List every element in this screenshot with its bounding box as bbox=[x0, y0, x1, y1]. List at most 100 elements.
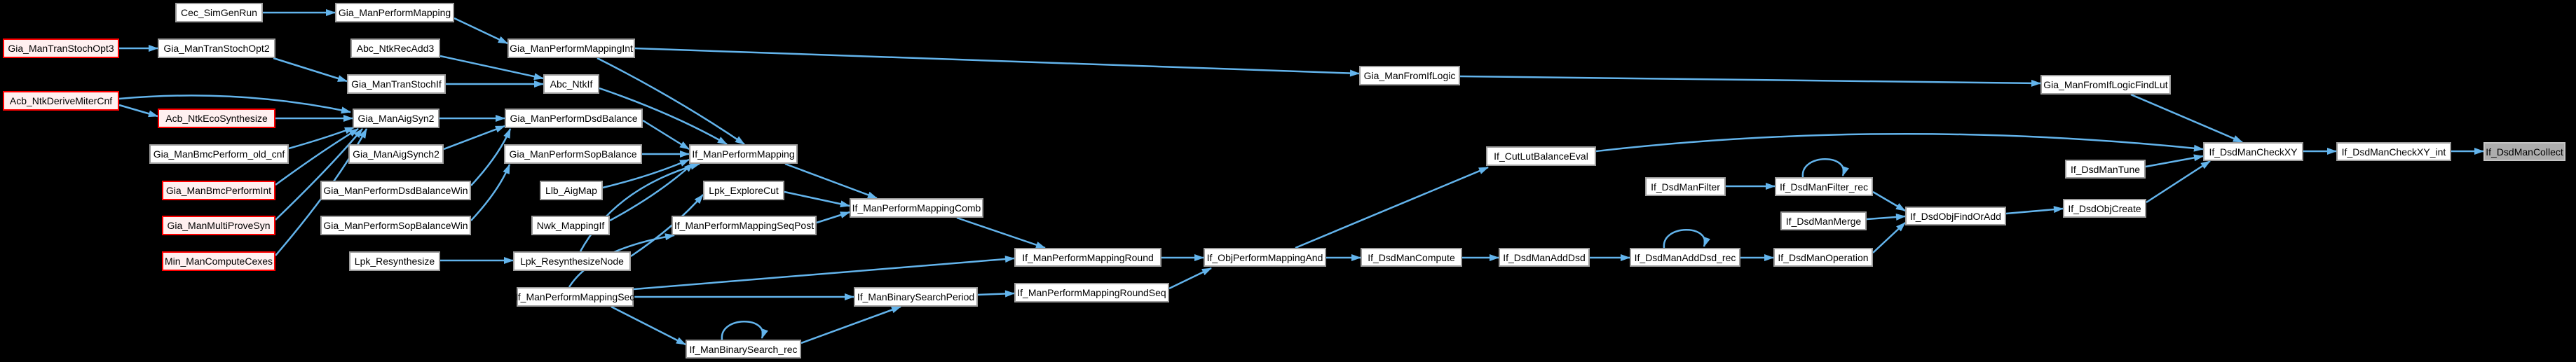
edge-Nwk_MappingIf--If_ManPerformMapping bbox=[609, 162, 694, 222]
edge-Gia_ManPerformMappingInt--Gia_ManFromIfLogic bbox=[634, 47, 1360, 77]
node-If_CutLutBalanceEval[interactable]: If_CutLutBalanceEval bbox=[1486, 146, 1596, 166]
edge-If_ManBinarySearch_rec--If_ManBinarySearchPeriod bbox=[800, 305, 901, 344]
node-Gia_ManPerformSopBalance[interactable]: Gia_ManPerformSopBalance bbox=[504, 144, 642, 164]
node-Abc_NtkIf[interactable]: Abc_NtkIf bbox=[543, 74, 599, 94]
node-Min_ManComputeCexes[interactable]: Min_ManComputeCexes bbox=[162, 251, 275, 271]
node-label-Lpk_Resynthesize: Lpk_Resynthesize bbox=[354, 256, 435, 267]
node-If_ManBinarySearchPeriod[interactable]: If_ManBinarySearchPeriod bbox=[854, 287, 978, 307]
node-If_DsdManCollect: If_DsdManCollect bbox=[2483, 142, 2565, 161]
node-If_DsdManCheckXY_int[interactable]: If_DsdManCheckXY_int bbox=[2336, 142, 2451, 161]
edge-Abc_NtkRecAdd3--Abc_NtkIf bbox=[439, 55, 544, 81]
node-Lpk_Resynthesize[interactable]: Lpk_Resynthesize bbox=[349, 251, 440, 271]
edge-Llb_AigMap--If_ManPerformMapping bbox=[602, 158, 690, 189]
edge-Gia_ManPerformMappingInt--If_ManPerformMapping bbox=[597, 57, 745, 146]
node-Gia_ManPerformMappingInt[interactable]: Gia_ManPerformMappingInt bbox=[507, 39, 635, 58]
edge-Lpk_ExploreCut--If_ManPerformMappingComb bbox=[784, 190, 850, 208]
node-label-If_DsdManTune: If_DsdManTune bbox=[2070, 163, 2141, 175]
node-Gia_ManTranStochOpt3[interactable]: Gia_ManTranStochOpt3 bbox=[3, 39, 119, 58]
node-If_ManPerformMapping[interactable]: If_ManPerformMapping bbox=[689, 144, 798, 164]
edge-If_ObjPerformMappingAnd--If_CutLutBalanceEval bbox=[1295, 166, 1489, 249]
node-If_ManPerformMappingSeq[interactable]: If_ManPerformMappingSeq bbox=[515, 287, 635, 307]
node-Abc_NtkRecAdd3[interactable]: Abc_NtkRecAdd3 bbox=[350, 39, 440, 58]
node-label-If_ManPerformMapping: If_ManPerformMapping bbox=[692, 148, 795, 160]
node-label-Gia_ManFromIfLogic: Gia_ManFromIfLogic bbox=[1363, 70, 1456, 81]
edge-Lpk_ResynthesizeNode--If_ManPerformMapping bbox=[579, 162, 700, 252]
node-If_ObjPerformMappingAnd[interactable]: If_ObjPerformMappingAnd bbox=[1204, 248, 1326, 267]
edge-Acb_NtkDeriveMiterCnf--Acb_NtkEcoSynthesize bbox=[118, 104, 158, 118]
node-label-If_ManBinarySearch_rec: If_ManBinarySearch_rec bbox=[689, 343, 798, 355]
node-label-Min_ManComputeCexes: Min_ManComputeCexes bbox=[164, 256, 273, 267]
node-If_DsdManOperation[interactable]: If_DsdManOperation bbox=[1773, 248, 1873, 267]
node-If_DsdObjCreate[interactable]: If_DsdObjCreate bbox=[2063, 199, 2146, 218]
node-If_ManPerformMappingSeqPost[interactable]: If_ManPerformMappingSeqPost bbox=[672, 216, 817, 235]
node-Cec_SimGenRun[interactable]: Cec_SimGenRun bbox=[175, 3, 263, 22]
node-Gia_ManPerformDsdBalance[interactable]: Gia_ManPerformDsdBalance bbox=[505, 109, 643, 128]
node-If_DsdManCheckXY[interactable]: If_DsdManCheckXY bbox=[2203, 142, 2303, 161]
node-label-Gia_ManTranStochOpt3: Gia_ManTranStochOpt3 bbox=[8, 43, 114, 54]
node-label-Gia_ManPerformMapping: Gia_ManPerformMapping bbox=[338, 7, 451, 18]
node-Gia_ManTranStochIf[interactable]: Gia_ManTranStochIf bbox=[347, 74, 446, 94]
node-label-Gia_ManBmcPerformInt: Gia_ManBmcPerformInt bbox=[165, 185, 272, 196]
node-label-Gia_ManAigSynch2: Gia_ManAigSynch2 bbox=[353, 148, 439, 160]
node-label-Gia_ManPerformMappingInt: Gia_ManPerformMappingInt bbox=[510, 43, 633, 54]
node-Lpk_ResynthesizeNode[interactable]: Lpk_ResynthesizeNode bbox=[513, 251, 631, 271]
node-Gia_ManAigSynch2[interactable]: Gia_ManAigSynch2 bbox=[348, 144, 444, 164]
node-Llb_AigMap[interactable]: Llb_AigMap bbox=[540, 181, 603, 200]
node-If_DsdManMerge[interactable]: If_DsdManMerge bbox=[1780, 211, 1867, 230]
node-If_DsdManFilter[interactable]: If_DsdManFilter bbox=[1645, 177, 1726, 196]
edge-If_DsdManAddDsd_rec--If_DsdManAddDsd_rec bbox=[1663, 229, 1710, 249]
node-label-If_ManPerformMappingSeqPost: If_ManPerformMappingSeqPost bbox=[674, 220, 815, 231]
node-If_ManPerformMappingRoundSeq[interactable]: If_ManPerformMappingRoundSeq bbox=[1014, 283, 1169, 302]
node-label-Nwk_MappingIf: Nwk_MappingIf bbox=[536, 220, 605, 231]
node-Gia_ManPerformMapping[interactable]: Gia_ManPerformMapping bbox=[335, 3, 454, 22]
node-label-If_DsdManCheckXY_int: If_DsdManCheckXY_int bbox=[2341, 146, 2446, 158]
node-Nwk_MappingIf[interactable]: Nwk_MappingIf bbox=[531, 216, 610, 235]
edge-Gia_ManFromIfLogicFindLut--If_DsdManCheckXY bbox=[2130, 93, 2243, 144]
node-label-If_DsdManOperation: If_DsdManOperation bbox=[1778, 251, 1869, 263]
edge-If_ManPerformMappingComb--If_ManPerformMappingRound bbox=[956, 216, 1046, 249]
edge-Acb_NtkDeriveMiterCnf--Gia_ManAigSyn2 bbox=[118, 95, 351, 114]
node-Gia_ManBmcPerformInt[interactable]: Gia_ManBmcPerformInt bbox=[162, 181, 275, 200]
edge-If_DsdManTune--If_DsdManCheckXY bbox=[2145, 154, 2204, 168]
node-label-Acb_NtkDeriveMiterCnf: Acb_NtkDeriveMiterCnf bbox=[9, 95, 113, 106]
node-If_DsdManCompute[interactable]: If_DsdManCompute bbox=[1361, 248, 1462, 267]
node-Gia_ManPerformDsdBalanceWin[interactable]: Gia_ManPerformDsdBalanceWin bbox=[320, 181, 471, 200]
node-Gia_ManBmcPerform_old_cnf[interactable]: Gia_ManBmcPerform_old_cnf bbox=[149, 144, 289, 164]
node-label-If_ManPerformMappingComb: If_ManPerformMappingComb bbox=[852, 202, 981, 214]
node-Gia_ManTranStochOpt2[interactable]: Gia_ManTranStochOpt2 bbox=[158, 39, 275, 58]
node-If_DsdObjFindOrAdd[interactable]: If_DsdObjFindOrAdd bbox=[1905, 207, 2006, 225]
node-Lpk_ExploreCut[interactable]: Lpk_ExploreCut bbox=[703, 181, 784, 200]
edge-Gia_ManBmcPerformInt--Gia_ManAigSyn2 bbox=[275, 127, 359, 186]
edge-If_ManPerformMappingSeq--If_ManPerformMappingRound bbox=[633, 256, 1015, 291]
node-If_DsdManTune[interactable]: If_DsdManTune bbox=[2065, 160, 2146, 179]
node-Gia_ManPerformSopBalanceWin[interactable]: Gia_ManPerformSopBalanceWin bbox=[320, 216, 471, 235]
node-If_DsdManAddDsd_rec[interactable]: If_DsdManAddDsd_rec bbox=[1630, 248, 1740, 267]
node-Gia_ManFromIfLogic[interactable]: Gia_ManFromIfLogic bbox=[1359, 66, 1460, 85]
node-Gia_ManMultiProveSyn[interactable]: Gia_ManMultiProveSyn bbox=[162, 216, 275, 235]
node-If_ManPerformMappingComb[interactable]: If_ManPerformMappingComb bbox=[850, 198, 983, 218]
node-label-If_DsdManCheckXY: If_DsdManCheckXY bbox=[2209, 146, 2298, 158]
edge-Gia_ManPerformDsdBalance--If_ManPerformMapping bbox=[642, 119, 690, 151]
node-label-Llb_AigMap: Llb_AigMap bbox=[545, 185, 597, 196]
node-label-Gia_ManPerformDsdBalanceWin: Gia_ManPerformDsdBalanceWin bbox=[323, 185, 468, 196]
node-Acb_NtkEcoSynthesize[interactable]: Acb_NtkEcoSynthesize bbox=[158, 109, 275, 128]
node-If_DsdManFilter_rec[interactable]: If_DsdManFilter_rec bbox=[1775, 177, 1873, 196]
edge-If_DsdManMerge--If_DsdObjFindOrAdd bbox=[1866, 213, 1906, 221]
node-label-If_DsdManFilter_rec: If_DsdManFilter_rec bbox=[1779, 181, 1869, 193]
node-Gia_ManAigSyn2[interactable]: Gia_ManAigSyn2 bbox=[353, 109, 439, 128]
node-label-Gia_ManAigSyn2: Gia_ManAigSyn2 bbox=[357, 113, 435, 124]
node-label-Gia_ManPerformSopBalanceWin: Gia_ManPerformSopBalanceWin bbox=[323, 220, 468, 231]
node-label-Gia_ManPerformDsdBalance: Gia_ManPerformDsdBalance bbox=[510, 113, 638, 124]
edge-If_ManBinarySearch_rec--If_ManBinarySearch_rec bbox=[721, 321, 768, 340]
node-Acb_NtkDeriveMiterCnf[interactable]: Acb_NtkDeriveMiterCnf bbox=[3, 91, 119, 111]
node-If_DsdManAddDsd[interactable]: If_DsdManAddDsd bbox=[1499, 248, 1590, 267]
node-If_ManBinarySearch_rec[interactable]: If_ManBinarySearch_rec bbox=[686, 340, 801, 358]
node-label-Gia_ManMultiProveSyn: Gia_ManMultiProveSyn bbox=[167, 220, 271, 231]
node-label-If_DsdManFilter: If_DsdManFilter bbox=[1651, 181, 1720, 193]
node-If_ManPerformMappingRound[interactable]: If_ManPerformMappingRound bbox=[1014, 248, 1161, 267]
node-Gia_ManFromIfLogicFindLut[interactable]: Gia_ManFromIfLogicFindLut bbox=[2040, 75, 2171, 95]
node-label-Abc_NtkIf: Abc_NtkIf bbox=[550, 78, 593, 90]
node-label-Lpk_ExploreCut: Lpk_ExploreCut bbox=[709, 185, 779, 196]
node-label-Gia_ManTranStochIf: Gia_ManTranStochIf bbox=[351, 78, 442, 90]
